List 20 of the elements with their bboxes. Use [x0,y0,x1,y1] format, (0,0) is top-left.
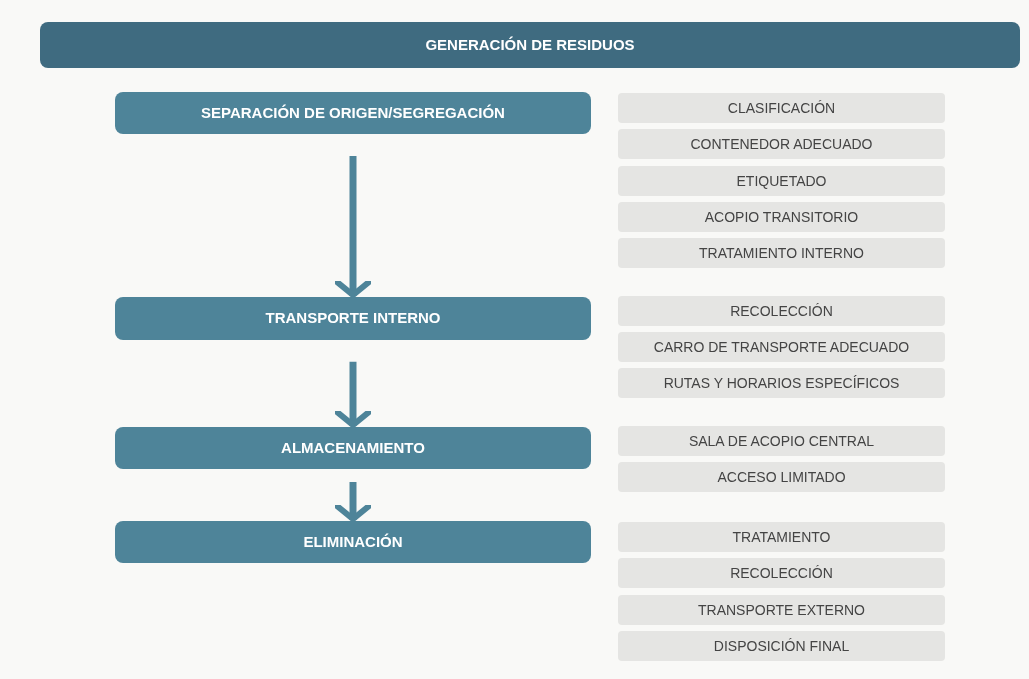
item-box: TRATAMIENTO INTERNO [618,238,945,268]
item-box: TRATAMIENTO [618,522,945,552]
process-box: ELIMINACIÓN [115,521,591,563]
item-box: SALA DE ACOPIO CENTRAL [618,426,945,456]
item-box: ACOPIO TRANSITORIO [618,202,945,232]
item-box: CONTENEDOR ADECUADO [618,129,945,159]
item-box: RUTAS Y HORARIOS ESPECÍFICOS [618,368,945,398]
process-box: TRANSPORTE INTERNO [115,297,591,340]
item-box: ACCESO LIMITADO [618,462,945,492]
item-box: TRANSPORTE EXTERNO [618,595,945,625]
process-box: ALMACENAMIENTO [115,427,591,469]
item-box: ETIQUETADO [618,166,945,196]
title-bar: GENERACIÓN DE RESIDUOS [40,22,1020,68]
item-box: DISPOSICIÓN FINAL [618,631,945,661]
item-box: CLASIFICACIÓN [618,93,945,123]
process-box: SEPARACIÓN DE ORIGEN/SEGREGACIÓN [115,92,591,134]
item-box: RECOLECCIÓN [618,558,945,588]
item-box: RECOLECCIÓN [618,296,945,326]
arrow [334,361,372,428]
item-box: CARRO DE TRANSPORTE ADECUADO [618,332,945,362]
